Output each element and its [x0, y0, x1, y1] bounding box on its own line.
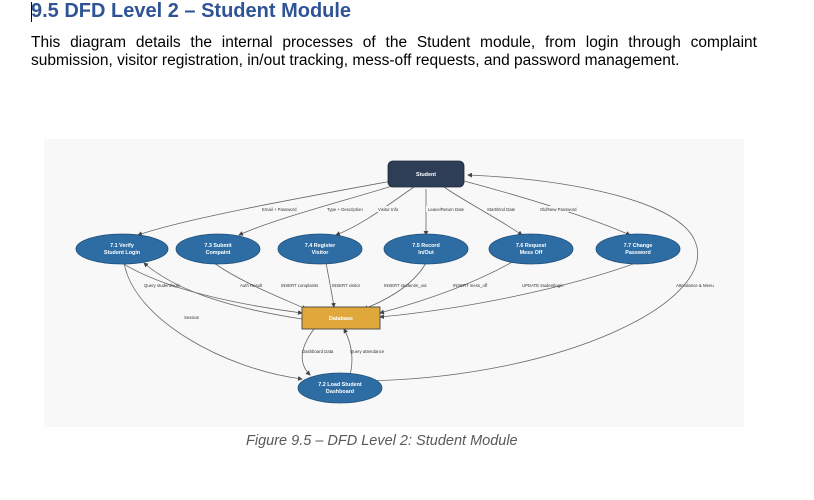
label-visitor-info: Visitor Info [378, 207, 399, 212]
label-email-password: Email + Password [262, 207, 297, 212]
process-change-password: 7.7 Change Password [595, 233, 681, 265]
edge-session [123, 262, 303, 381]
process-label-line2: Compaint [206, 250, 231, 256]
edge-start-end [443, 186, 523, 236]
process-label-line1: 7.3 Submit [204, 243, 231, 249]
process-label-line1: 7.6 Request [516, 243, 546, 249]
label-start-end: Start/End Date [487, 207, 516, 212]
process-label-line2: Dashboard [326, 389, 354, 395]
process-register-visitor: 7.4 Register Visitor [277, 233, 363, 265]
datastore-database: Database [301, 306, 381, 330]
edge-query-studentlogin [121, 262, 303, 315]
dfd-canvas: Email + Password Type + Description Visi… [75, 160, 714, 404]
process-label-line1: 7.2 Load Student [318, 382, 362, 388]
section-heading: 9.5 DFD Level 2 – Student Module [31, 0, 352, 22]
process-submit-complaint: 7.3 Submit Compaint [175, 233, 261, 265]
text-cursor [31, 2, 32, 22]
label-dashboard-data: Dashboard Data [302, 349, 334, 354]
process-label-line1: 7.7 Change [624, 243, 653, 249]
label-query-attendance: Query attendance [350, 349, 385, 354]
edge-type-description [238, 183, 400, 236]
edge-attendance-menu [359, 172, 698, 382]
edge-update-studentlogin [379, 262, 637, 320]
edge-email-password [137, 180, 393, 236]
edges-group [121, 172, 698, 382]
datastore-label: Database [329, 316, 353, 322]
label-insert-visitor: INSERT visitor [332, 283, 361, 288]
edge-auth-result [143, 262, 303, 320]
label-insert-complaints: INSERT complaints [281, 283, 318, 288]
entity-label: Student [416, 172, 436, 178]
label-type-description: Type + Description [327, 207, 363, 212]
process-record-in-out: 7.5 Record In/Out [383, 233, 469, 265]
label-update-studentlogin: UPDATE studentlogin [522, 283, 564, 288]
dfd-diagram: Email + Password Type + Description Visi… [44, 139, 744, 427]
process-label-line1: 7.5 Record [412, 243, 440, 249]
process-label-line1: 7.4 Register [305, 243, 336, 249]
edge-query-attendance [343, 328, 353, 376]
label-insert-mess-off: INSERT mess_off [453, 283, 488, 288]
process-verify-login: 7.1 Verify Student Login [75, 233, 169, 265]
process-label-line2: In/Out [418, 250, 434, 256]
edge-visitor-info [335, 186, 415, 236]
process-load-dashboard: 7.2 Load Student Dashboard [297, 372, 383, 404]
process-request-mess-off: 7.6 Request Mess Off [488, 233, 574, 265]
entity-student: Student [387, 160, 465, 188]
edge-insert-mess-off [379, 260, 515, 315]
edge-dashboard-data [301, 328, 315, 376]
edge-insert-visitor [325, 262, 336, 308]
label-old-new-password: Old/New Password [540, 207, 577, 212]
process-label-line2: Visitor [312, 250, 330, 256]
label-attendance-menu: Attendance & Menu [676, 283, 714, 288]
label-query-studentlogin: Query studentlogin [144, 283, 181, 288]
label-session: Session [184, 315, 200, 320]
edge-insert-studentin-out [363, 262, 427, 310]
process-label-line2: Mess Off [520, 250, 543, 256]
section-paragraph: This diagram details the internal proces… [31, 34, 757, 69]
label-leave-return: Leave/Return Date [428, 207, 465, 212]
edge-insert-complaints [213, 262, 307, 310]
label-auth-result: Auth Result [240, 283, 263, 288]
label-insert-studentin-out: INSERT studentin_out [384, 283, 427, 288]
process-label-line2: Student Login [104, 250, 140, 256]
process-label-line2: Password [625, 250, 650, 256]
process-label-line1: 7.1 Verify [110, 243, 134, 249]
figure-caption: Figure 9.5 – DFD Level 2: Student Module [246, 433, 518, 449]
